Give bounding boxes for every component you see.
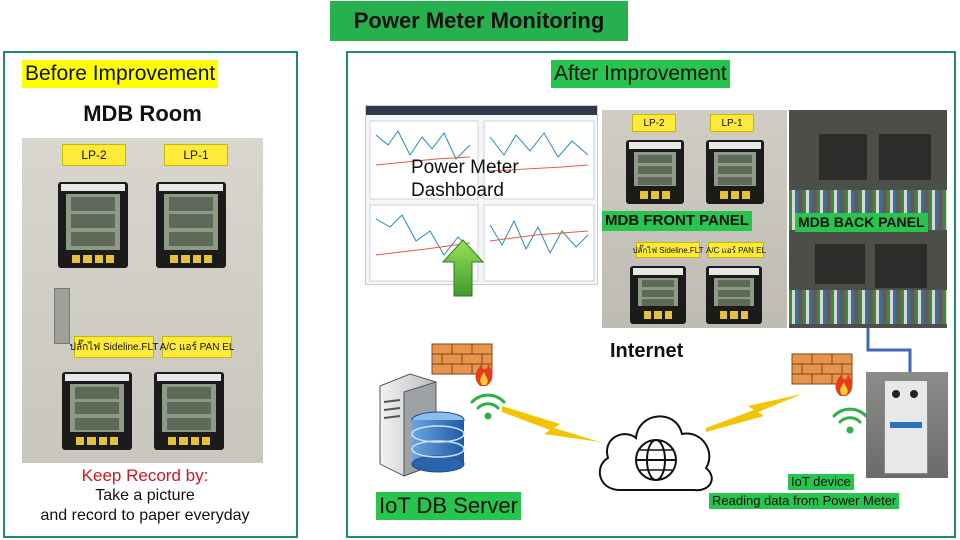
after-heading: After Improvement bbox=[551, 60, 730, 88]
iot-device-description: Reading data from Power Meter bbox=[709, 493, 900, 509]
wifi-icon bbox=[832, 407, 868, 434]
lightning-icon bbox=[706, 394, 802, 432]
cloud-icon bbox=[598, 415, 713, 492]
mdb-back-panel-label: MDB BACK PANEL bbox=[795, 213, 928, 232]
dashboard-charts bbox=[369, 120, 595, 282]
before-heading: Before Improvement bbox=[22, 60, 219, 88]
power-meter bbox=[630, 266, 686, 324]
server-icon bbox=[379, 373, 465, 477]
power-meter bbox=[58, 182, 128, 268]
before-panel bbox=[3, 51, 298, 538]
firewall-icon bbox=[791, 353, 853, 396]
wifi-icon bbox=[470, 393, 506, 420]
dashboard-label-line-1: Power Meter bbox=[411, 157, 519, 178]
cable-connector bbox=[866, 328, 912, 376]
tag-sideline: ปลั๊กไฟ Sideline.FLT bbox=[632, 242, 704, 258]
tag-lp1: LP-1 bbox=[164, 144, 228, 166]
iot-db-server-label: IoT DB Server bbox=[376, 492, 521, 520]
keep-record-line-1: Take a picture bbox=[95, 487, 195, 504]
tag-lp2: LP-2 bbox=[62, 144, 126, 166]
power-meter bbox=[154, 372, 224, 450]
power-meter bbox=[626, 140, 684, 204]
tag-ac-panel: A/C แอร์ PAN EL bbox=[706, 242, 766, 258]
tag-ac-panel: A/C แอร์ PAN EL bbox=[160, 336, 234, 358]
power-meter bbox=[156, 182, 226, 268]
page-title: Power Meter Monitoring bbox=[330, 1, 628, 41]
lightning-icon bbox=[502, 406, 600, 442]
keep-record-note: Keep Record by: Take a picture and recor… bbox=[20, 466, 270, 526]
tag-lp2: LP-2 bbox=[632, 114, 676, 132]
mdb-room-label: MDB Room bbox=[83, 101, 202, 126]
tag-lp1: LP-1 bbox=[710, 114, 754, 132]
power-meter bbox=[706, 266, 762, 324]
iot-device-photo bbox=[866, 372, 948, 478]
firewall-icon bbox=[431, 343, 493, 386]
after-panel bbox=[346, 51, 956, 538]
tag-sideline: ปลั๊กไฟ Sideline.FLT bbox=[70, 336, 158, 358]
keep-record-line-2: and record to paper everyday bbox=[40, 507, 250, 524]
mdb-room-photo: LP-2 LP-1 ปลั๊กไฟ Sideline.FLT A/C แอร์ … bbox=[22, 138, 263, 463]
internet-label: Internet bbox=[610, 340, 684, 362]
mdb-front-panel-label: MDB FRONT PANEL bbox=[602, 211, 752, 231]
power-meter bbox=[62, 372, 132, 450]
dashboard-screenshot: Power Meter Dashboard bbox=[365, 105, 598, 285]
keep-record-title: Keep Record by: bbox=[81, 466, 209, 485]
panel-latch bbox=[54, 288, 70, 344]
arrow-up-icon bbox=[441, 239, 485, 297]
power-meter bbox=[706, 140, 764, 204]
dashboard-label-line-2: Dashboard bbox=[411, 180, 504, 201]
iot-device-label: IoT device bbox=[788, 474, 854, 490]
